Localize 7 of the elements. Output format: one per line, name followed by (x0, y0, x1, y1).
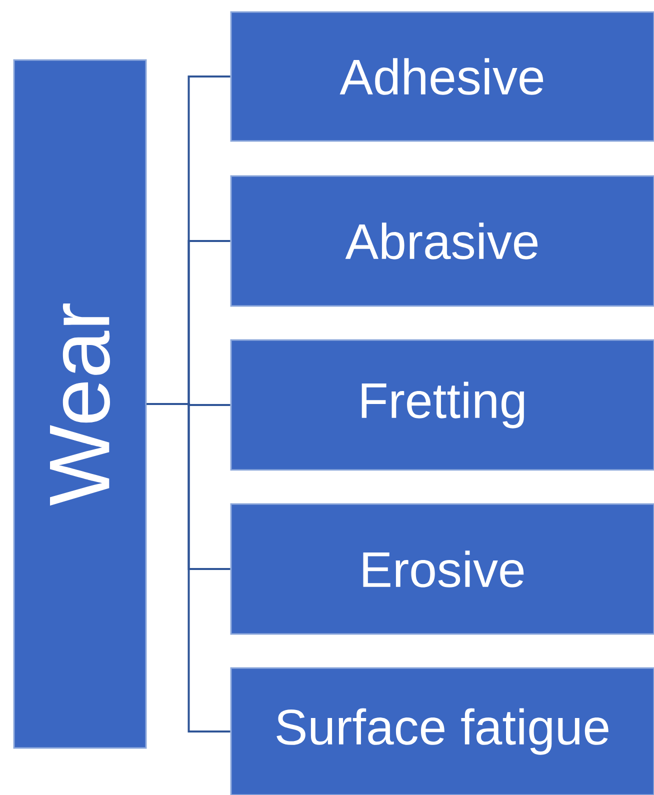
category-box: Wear (13, 59, 147, 749)
type-box: Abrasive (230, 175, 654, 307)
type-box: Adhesive (230, 11, 654, 142)
type-box: Erosive (230, 503, 654, 635)
type-box: Fretting (230, 339, 654, 471)
type-box: Surface fatigue (230, 667, 654, 795)
connector-line (146, 403, 230, 732)
